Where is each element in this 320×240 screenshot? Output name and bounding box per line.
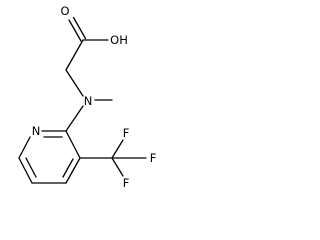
cf3-fluorine-bottom-bond [111,157,124,177]
ch2-amine-bond [65,69,84,97]
hydroxyl-label: OH [110,33,128,47]
carboxyl-ch2-bond [65,39,84,71]
carbonyl-double-bond-b [72,16,87,40]
fluorine-right-label: F [150,151,157,165]
fluorine-top-label: F [123,126,130,140]
ring-bond-c4-c3 [65,157,81,184]
chemical-structure: O OH N N F F F [18,4,157,190]
ring-bond-n1-c6 [18,136,31,159]
ring-bond-c6-c5 [18,157,33,184]
ring-inner-bond-c6-c5 [25,157,37,178]
carbonyl-double-bond-a [68,19,82,42]
ring-bond-c3-c2 [65,130,81,159]
ring-inner-bond-c4-c3 [62,158,74,178]
fluorine-bottom-label: F [123,176,130,190]
carbonyl-oxygen-label: O [60,4,69,18]
cf3-fluorine-top-bond [111,139,124,159]
amine-nitrogen-label: N [84,94,93,108]
amine-pyridine-bond [65,105,84,132]
pyridine-nitrogen-label: N [32,124,41,138]
